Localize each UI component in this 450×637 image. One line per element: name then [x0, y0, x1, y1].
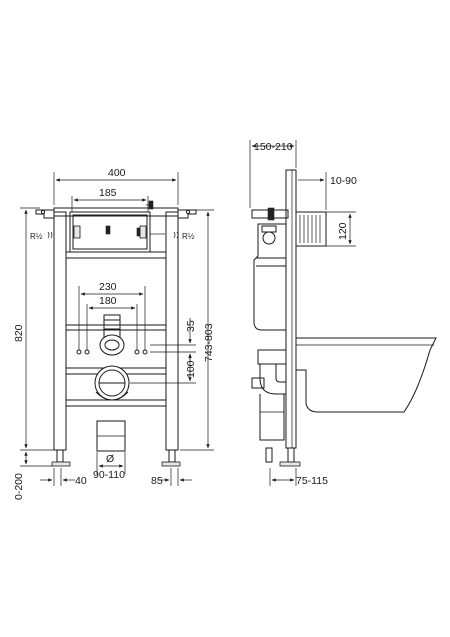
side-dimensions: 150-210 10-90 120 75-115: [249, 140, 357, 487]
dim-cistern-height: 120: [337, 222, 349, 240]
flush-box: [295, 211, 327, 247]
left-foot: [51, 461, 71, 467]
dim-waste-inner: 180: [99, 295, 117, 307]
cistern: [253, 223, 287, 331]
side-view: [251, 169, 437, 467]
dim-waste-offset: 35: [185, 320, 197, 332]
side-foot: [279, 461, 301, 467]
dim-frame-height: 820: [13, 324, 25, 342]
drain-connector: [103, 314, 121, 330]
dim-foot-offset: 40: [75, 475, 87, 487]
right-foot: [161, 461, 181, 467]
dim-waste-outer: 230: [99, 281, 117, 293]
toilet-pan: [295, 337, 437, 413]
dim-pipe-diameter-symbol: Ø: [106, 453, 114, 465]
dim-foot-depth: 75-115: [296, 475, 328, 487]
dim-adjust-height: 743-803: [203, 323, 215, 362]
left-bracket: [35, 209, 55, 219]
dim-plate-width: 185: [99, 187, 117, 199]
dim-cistern-depth: 10-90: [330, 175, 357, 187]
dim-pipe-diameter: 90-110: [93, 469, 125, 481]
right-post: [165, 211, 179, 451]
dim-depth-range: 150-210: [254, 141, 293, 153]
left-post: [53, 211, 67, 451]
front-dimensions: 400 185 230 180 820 0-200 743-803: [13, 167, 215, 500]
front-view: R½ R½: [30, 200, 197, 467]
inlet-label-left: R½: [30, 232, 43, 241]
flush-actuator: [105, 225, 111, 235]
dim-overall-width: 400: [108, 167, 126, 179]
dim-foot-right: 85: [151, 475, 163, 487]
inlet-label-right: R½: [182, 232, 195, 241]
dim-pan-connector: 100: [185, 360, 197, 378]
flush-plate-opening: [69, 211, 151, 253]
waste-outlet: [99, 334, 125, 356]
side-waste-connector: [257, 349, 287, 365]
dim-feet-adjust: 0-200: [13, 473, 25, 500]
